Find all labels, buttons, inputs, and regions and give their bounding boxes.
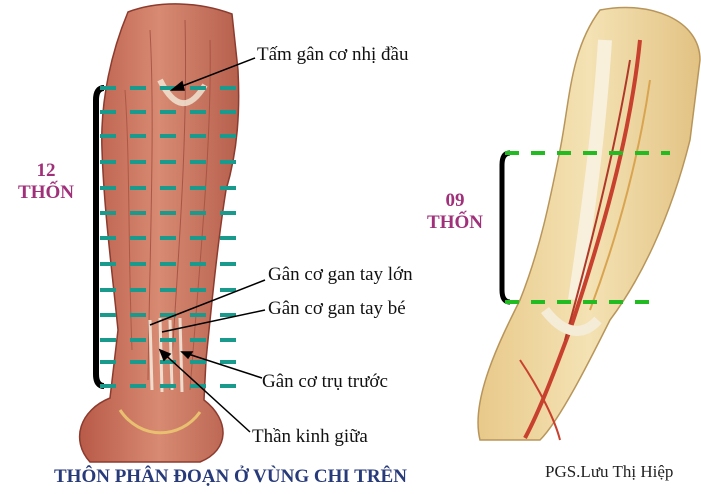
label-palmaris-longus: Gân cơ gan tay bé [268,298,406,319]
arm-illustration [477,6,701,441]
right-measure-unit: THỐN [427,212,483,233]
left-measure-unit: THỐN [18,182,74,203]
label-leader-lines [149,57,266,433]
forearm-muscle-illustration [79,3,240,463]
label-flexor-carpi-ulnaris: Gân cơ trụ trước [262,371,388,392]
left-measure-bracket [93,85,105,389]
label-flexor-carpi-radialis: Gân cơ gan tay lớn [268,264,413,285]
label-biceps-aponeurosis: Tấm gân cơ nhị đầu [257,44,409,65]
author-credit: PGS.Lưu Thị Hiệp [545,462,674,481]
left-measure-text: 12 THỐN [14,160,78,204]
right-measure-bracket [499,150,511,305]
right-measure-number: 09 [445,190,465,211]
right-measure-text: 09 THỐN [418,190,492,234]
label-median-nerve: Thần kinh giữa [252,426,368,447]
right-segment-lines [505,151,670,304]
page-title: THÔN PHÂN ĐOẠN Ở VÙNG CHI TRÊN [54,466,407,487]
left-measure-number: 12 [36,160,56,181]
